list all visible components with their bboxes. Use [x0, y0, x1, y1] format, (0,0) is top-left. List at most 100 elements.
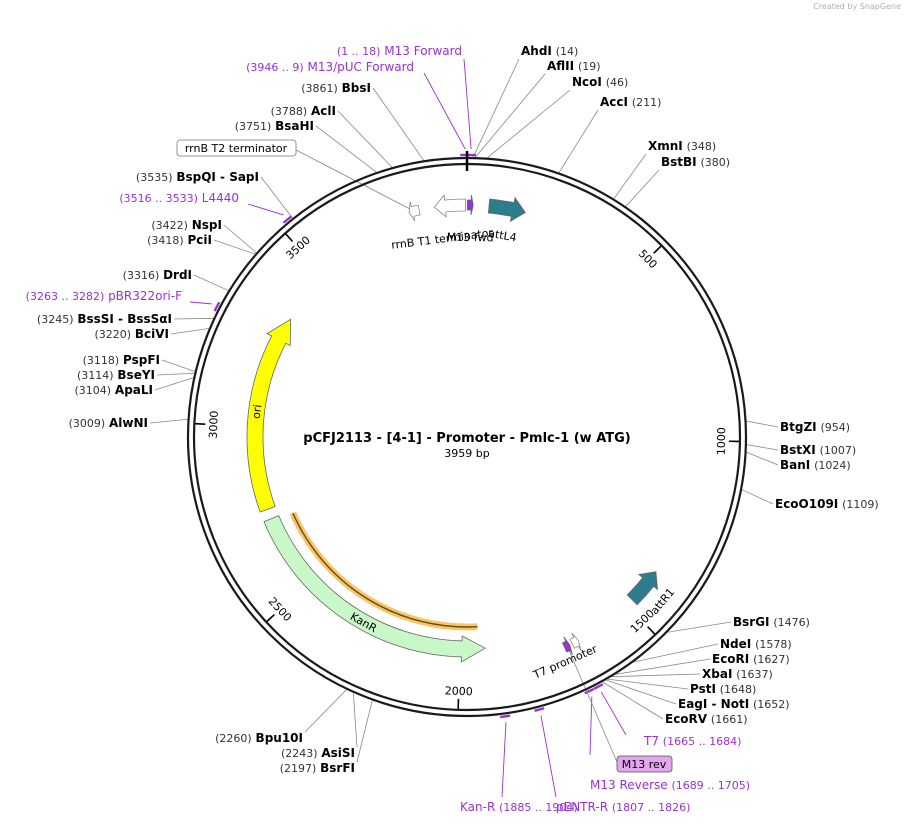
site-label: BanI (1024) — [780, 458, 851, 472]
site-leader — [472, 58, 520, 158]
m13-rev-leader — [566, 646, 618, 763]
site-leader — [746, 444, 779, 451]
primer-mark — [500, 714, 511, 719]
site-position: (3751) — [235, 120, 272, 133]
site-leader — [615, 658, 711, 675]
feature-ori — [246, 318, 292, 513]
site-label: BstBI (380) — [661, 155, 730, 169]
site-position: (3245) — [37, 313, 74, 326]
site-leader — [149, 418, 188, 424]
primer-range: (1 .. 18) — [337, 45, 381, 58]
site-position: (14) — [556, 45, 579, 58]
primer-range: (3263 .. 3282) — [26, 290, 105, 303]
site-position: (348) — [687, 140, 717, 153]
site-label: AhdI (14) — [521, 44, 578, 58]
site-label: (2260) Bpu10I — [215, 731, 303, 745]
primer-label: (3263 .. 3282) pBR322ori-F — [26, 289, 182, 303]
site-position: (3535) — [136, 171, 173, 184]
primer-label: (1 .. 18) M13 Forward — [337, 44, 462, 58]
kanr-inner-line — [292, 512, 478, 628]
site-name: PstI — [690, 682, 716, 696]
site-leader — [304, 689, 347, 733]
site-name: AflII — [547, 59, 574, 73]
site-name: BsrGI — [733, 615, 770, 629]
feature-m13-rev — [561, 636, 573, 656]
site-name: AhdI — [521, 44, 552, 58]
site-label: AflII (19) — [547, 59, 601, 73]
site-label: (3245) BssSI - BssSαI — [37, 312, 172, 326]
site-position: (3114) — [77, 369, 114, 382]
primer-leader — [540, 715, 557, 798]
site-label: (2197) BsrFI — [280, 761, 355, 775]
site-name: BstXI — [780, 443, 816, 457]
site-leader — [315, 125, 377, 173]
feature-attr1 — [626, 571, 658, 606]
primer-label: M13 Reverse (1689 .. 1705) — [590, 778, 750, 792]
site-leader — [487, 89, 571, 159]
site-label: (3220) BciVI — [94, 327, 169, 341]
primer-leader — [247, 203, 284, 216]
rrnb-t2-label: rrnB T2 terminator — [185, 142, 288, 155]
site-label: BtgZI (954) — [780, 420, 850, 434]
site-leader — [156, 372, 195, 376]
primer-mark — [584, 687, 595, 695]
site-label: (3316) DrdI — [123, 268, 192, 282]
site-leader — [170, 328, 209, 335]
site-label: (3422) NspI — [151, 218, 222, 232]
site-label: (3114) BseYI — [77, 368, 155, 382]
primer-range: (1665 .. 1684) — [663, 735, 742, 748]
primer-range: (3946 .. 9) — [246, 61, 304, 74]
site-label: PstI (1648) — [690, 682, 756, 696]
site-position: (3418) — [147, 234, 184, 247]
primer-name: M13 Reverse — [590, 778, 668, 792]
tick-mark — [285, 233, 294, 243]
primer-leader — [189, 301, 212, 305]
site-leader — [613, 153, 647, 199]
primer-leader — [423, 72, 466, 150]
feature-label: M13 fwd — [447, 231, 494, 245]
site-leader — [193, 274, 229, 291]
tick-label: 3500 — [283, 234, 313, 262]
site-name: AlwNI — [109, 416, 148, 430]
site-position: (2197) — [280, 762, 317, 775]
site-label: BstXI (1007) — [780, 443, 856, 457]
feature-m13-fwd — [466, 194, 474, 216]
feature-label: ori — [250, 404, 265, 420]
site-label: (3861) BbsI — [301, 81, 371, 95]
site-leader — [173, 317, 214, 320]
primer-mark — [534, 707, 545, 713]
site-name: BanI — [780, 458, 810, 472]
site-position: (1024) — [814, 459, 851, 472]
tick-mark — [653, 245, 662, 254]
site-label: EcoRI (1627) — [712, 652, 790, 666]
site-name: BsrFI — [320, 761, 355, 775]
site-name: NspI — [192, 218, 222, 232]
site-name: ApaLI — [115, 383, 153, 397]
site-position: (380) — [700, 156, 730, 169]
site-position: (1637) — [736, 668, 773, 681]
site-name: EcoO109I — [775, 497, 838, 511]
site-label: (3009) AlwNI — [69, 416, 148, 430]
site-name: EagI - NotI — [678, 697, 749, 711]
site-leader — [352, 692, 358, 748]
site-name: NdeI — [720, 637, 751, 651]
site-leader — [625, 169, 660, 207]
site-position: (1109) — [842, 498, 879, 511]
site-leader — [633, 643, 719, 663]
tick-label: 3000 — [207, 410, 221, 439]
primer-mark — [593, 683, 604, 690]
site-position: (954) — [820, 421, 850, 434]
primer-label: (3946 .. 9) M13/pUC Forward — [246, 60, 414, 74]
primer-range: (1885 .. 1904) — [499, 801, 578, 814]
site-position: (3422) — [151, 219, 188, 232]
feature-label: attR1 — [648, 586, 677, 617]
site-name: PciI — [188, 233, 213, 247]
site-leader — [475, 73, 546, 158]
primer-leader — [501, 722, 507, 798]
site-leader — [213, 239, 256, 255]
site-leader — [260, 176, 293, 219]
primer-mark — [282, 215, 293, 224]
site-leader — [746, 420, 779, 428]
primer-name: M13/pUC Forward — [307, 60, 414, 74]
